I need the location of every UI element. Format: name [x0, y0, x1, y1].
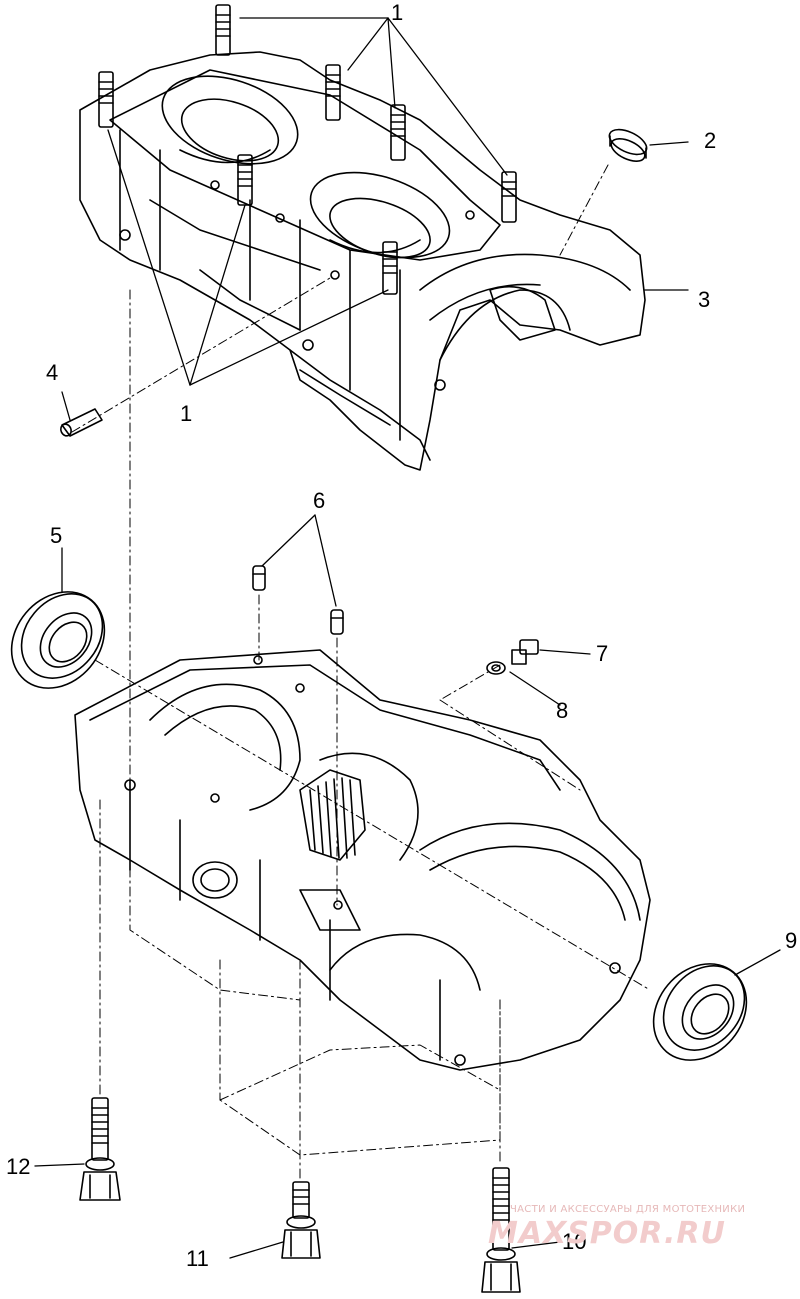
upper-crankcase-half	[79, 51, 646, 471]
leader-lines	[34, 17, 781, 1259]
assembly-lines	[71, 164, 651, 1181]
callout-12: 12	[6, 1154, 31, 1179]
callout-1-top: 1	[391, 0, 404, 25]
callout-2: 2	[704, 128, 717, 153]
callout-5: 5	[50, 523, 63, 548]
cylinder-studs	[98, 4, 517, 295]
labyrinth-seal-gear	[299, 769, 366, 861]
callout-3: 3	[698, 287, 711, 312]
crankcase-bolt-10	[481, 1167, 521, 1293]
crankcase-bolt-12	[79, 1097, 121, 1201]
watermark-logo: MAXSPOR.RU	[488, 1216, 726, 1251]
right-crank-seal	[652, 963, 748, 1061]
crankcase-bolt-11	[281, 1181, 321, 1259]
plug-cap	[608, 128, 648, 162]
callout-9: 9	[785, 928, 798, 953]
callout-11: 11	[186, 1246, 209, 1271]
left-crank-seal	[10, 591, 106, 689]
dowel-pin	[60, 408, 103, 437]
callout-10: 10	[562, 1229, 587, 1254]
callout-1-bottom: 1	[180, 401, 193, 426]
callout-6: 6	[313, 488, 326, 513]
watermark-tagline: ЧАСТИ И АКСЕССУАРЫ ДЛЯ МОТОТЕХНИКИ	[510, 1204, 746, 1215]
lower-crankcase-half	[74, 649, 651, 1071]
callout-4: 4	[46, 360, 59, 385]
callout-8: 8	[556, 698, 569, 723]
alignment-dowels	[252, 565, 344, 635]
callout-7: 7	[596, 641, 609, 666]
drain-bolt-and-washer	[486, 639, 539, 675]
